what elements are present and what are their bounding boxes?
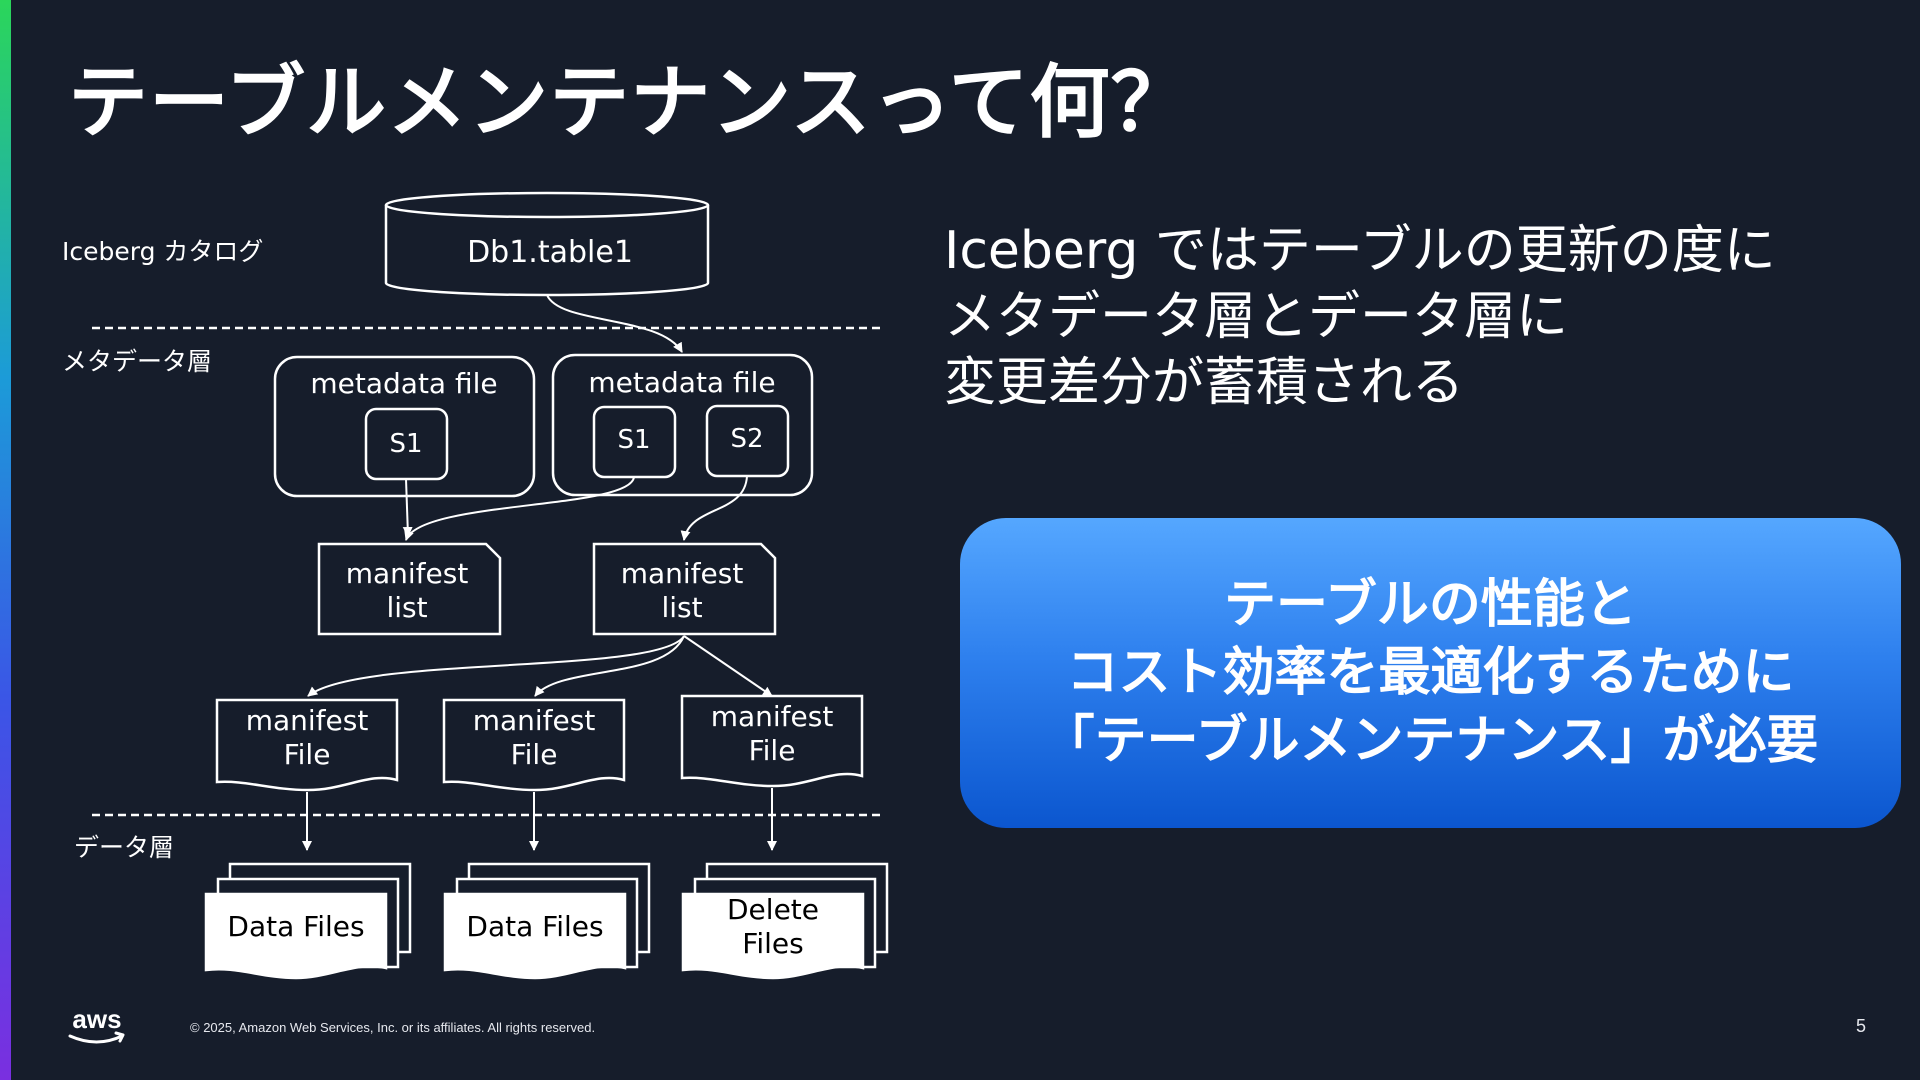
manifest-list-label-1: manifest [621, 557, 744, 590]
manifest-file-label-2: File [511, 738, 558, 771]
snapshot-box: S2 [705, 404, 790, 478]
snapshot-arrow [402, 478, 413, 537]
metadata-file-2: metadata file S1 S2 [551, 353, 814, 497]
manifest-list-label-2: list [386, 591, 427, 624]
manifest-list-2: manifest list [592, 542, 777, 636]
metadata-file-label: metadata file [310, 367, 497, 400]
table-name: Db1.table1 [467, 235, 633, 270]
data-stack-label-1: Data Files [466, 910, 603, 943]
aws-logo-text: aws [72, 1004, 121, 1034]
manifest-arrow [534, 635, 685, 697]
metadata-layer-label: メタデータ層 [62, 347, 212, 376]
data-stack-label-2: Files [742, 927, 803, 960]
data-layer-label: データ層 [74, 833, 174, 862]
aws-arrow-icon [114, 1031, 125, 1043]
manifest-file-label-2: File [284, 738, 331, 771]
copyright-text: © 2025, Amazon Web Services, Inc. or its… [190, 1020, 596, 1035]
description-line: Iceberg ではテーブルの更新の度に [944, 221, 1776, 281]
data-files-stack-2: Data Files [443, 862, 651, 980]
manifest-list-1: manifest list [317, 542, 502, 636]
accent-bar [0, 0, 11, 1080]
data-stack-label-1: Delete [727, 893, 819, 926]
catalog-layer-label: Iceberg カタログ [62, 237, 263, 266]
callout-box: テーブルの性能と コスト効率を最適化するために 「テーブルメンテナンス」が必要 [960, 518, 1901, 828]
manifest-file-label-1: manifest [711, 700, 834, 733]
callout-line: コスト効率を最適化するために [1066, 643, 1795, 703]
snapshot-arrow [404, 476, 635, 541]
aws-logo: aws [68, 1004, 125, 1044]
manifest-list-label-1: manifest [346, 557, 469, 590]
metadata-file-1: metadata file S1 [273, 355, 536, 498]
description-text: Iceberg ではテーブルの更新の度に メタデータ層とデータ層に 変更差分が蓄… [944, 218, 1864, 416]
manifest-file-3: manifest File [680, 694, 864, 788]
slide-title: テーブルメンテナンスって何？ [68, 56, 1192, 149]
snapshot-box: S1 [592, 405, 677, 479]
snapshot-label: S2 [730, 424, 763, 454]
snapshot-label: S1 [617, 425, 650, 455]
snapshot-label: S1 [389, 429, 422, 459]
manifest-list-label-2: list [661, 591, 702, 624]
metadata-file-label: metadata file [588, 366, 775, 399]
manifest-file-1: manifest File [215, 698, 399, 792]
delete-files-stack: Delete Files [681, 862, 889, 980]
data-files-stack-1: Data Files [204, 862, 412, 980]
manifest-file-label-2: File [749, 734, 796, 767]
aws-smile-icon [68, 1034, 124, 1044]
data-stack-label-1: Data Files [227, 910, 364, 943]
catalog-pointer-arrow [546, 294, 683, 353]
manifest-arrow [683, 635, 773, 697]
description-line: 変更差分が蓄積される [944, 353, 1465, 413]
page-number: 5 [1855, 1016, 1866, 1036]
iceberg-diagram: Iceberg カタログ メタデータ層 データ層 Db1.table1 meta… [62, 191, 889, 980]
description-line: メタデータ層とデータ層に [944, 287, 1569, 347]
manifest-arrow [307, 635, 685, 697]
callout-line: 「テーブルメンテナンス」が必要 [1042, 711, 1819, 771]
manifest-file-label-1: manifest [246, 704, 369, 737]
snapshot-box: S1 [364, 407, 449, 481]
callout-line: テーブルの性能と [1224, 575, 1637, 635]
table-cylinder: Db1.table1 [384, 191, 710, 297]
manifest-file-label-1: manifest [473, 704, 596, 737]
manifest-file-2: manifest File [442, 698, 626, 792]
snapshot-arrow [680, 475, 748, 541]
